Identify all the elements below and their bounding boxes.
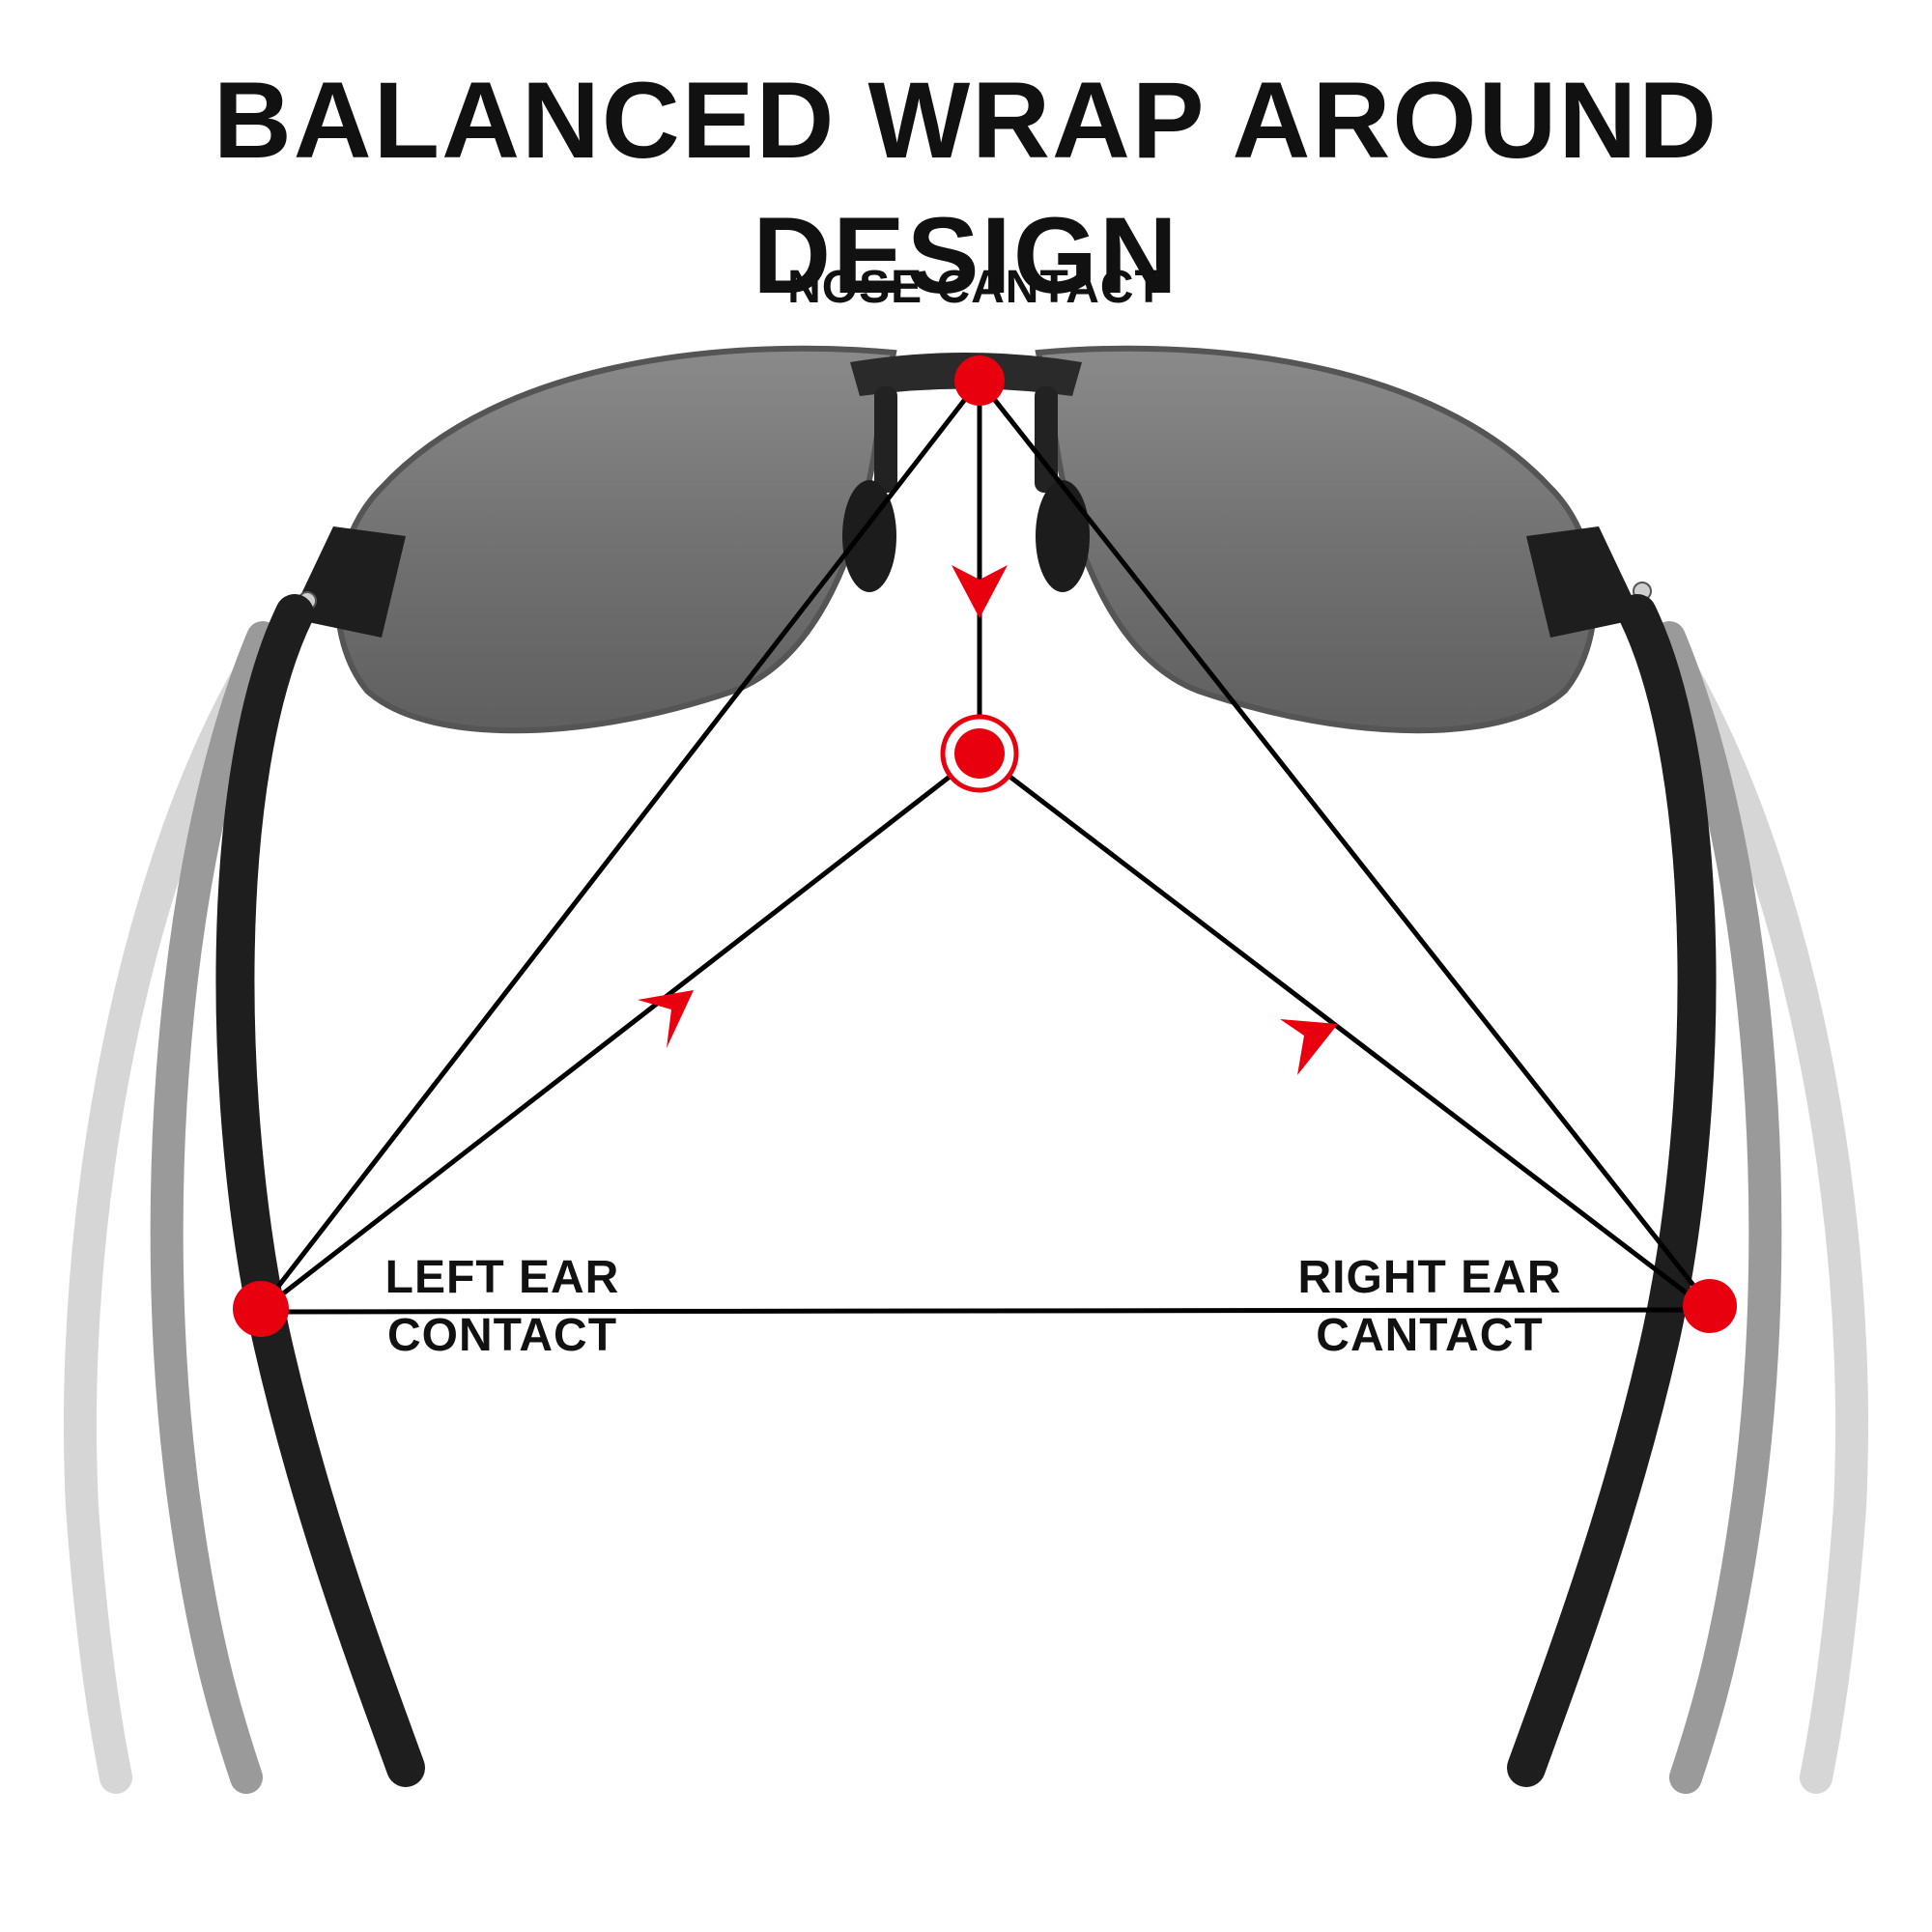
left-lens [334, 345, 897, 734]
left-temple [215, 594, 425, 1787]
left-ear-contact-label: LEFT EAR CONTACT [348, 1249, 657, 1365]
nose-contact-dot [954, 355, 1005, 406]
right-ear-label-line1: RIGHT EAR [1297, 1252, 1562, 1303]
arrowhead-icon-down [952, 565, 1008, 618]
page-title: BALANCED WRAP AROUND DESIGN [213, 60, 1719, 316]
left-ear-label-line2: CONTACT [386, 1310, 618, 1361]
right-lens [1035, 345, 1598, 734]
right-ear-contact-label: RIGHT EAR CANTACT [1275, 1249, 1584, 1365]
arrowhead-icon-right [1280, 1019, 1338, 1075]
right-temple-motion-ghosts [1653, 621, 1868, 1794]
target-icon [940, 714, 1019, 793]
right-ear-label-line2: CANTACT [1316, 1310, 1544, 1361]
force-lines [259, 379, 1712, 1315]
arrowhead-icon-left [638, 990, 694, 1048]
nose-pads [842, 386, 1090, 592]
left-ear-contact-dot [233, 1281, 289, 1337]
left-temple-motion-ghosts [64, 621, 279, 1794]
right-ear-contact-dot [1683, 1279, 1737, 1333]
right-hinge [1526, 526, 1642, 638]
nose-contact-label: NOSE CANTACT [787, 262, 1164, 313]
left-hinge [290, 526, 406, 638]
left-ear-label-line1: LEFT EAR [384, 1252, 620, 1303]
